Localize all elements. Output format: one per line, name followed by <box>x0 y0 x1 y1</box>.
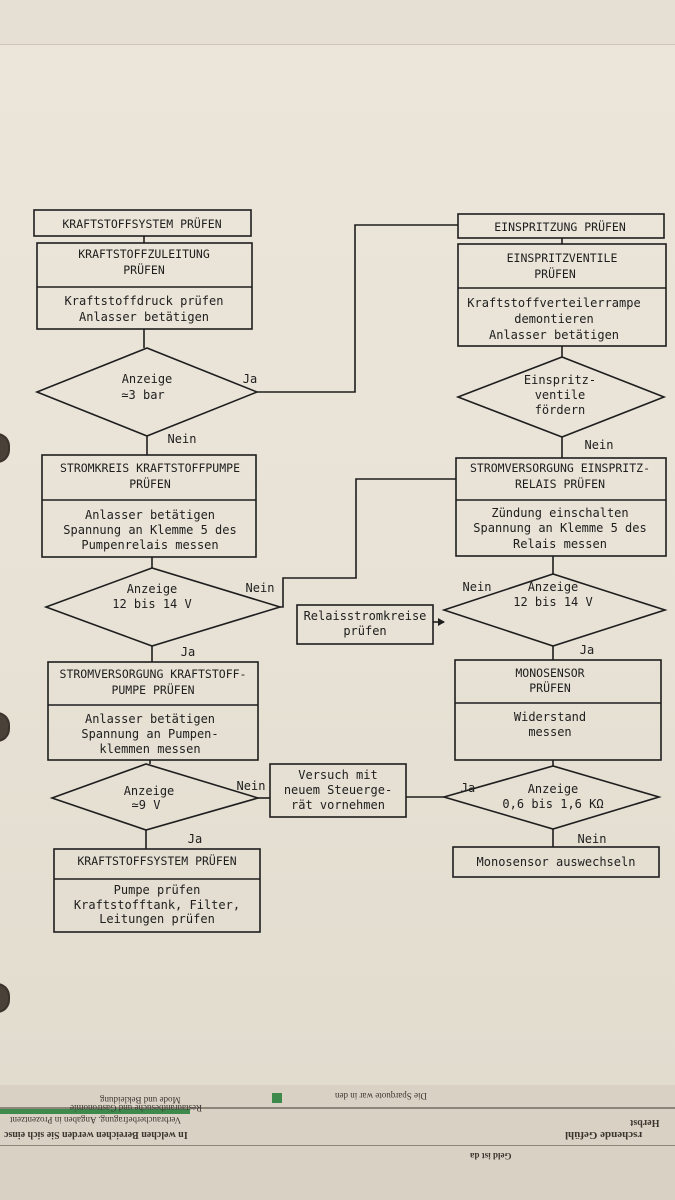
news-caption: Herbst <box>630 1117 660 1128</box>
right-dec2-yes: Ja <box>580 643 594 657</box>
left-step1-body-2: Anlasser betätigen <box>79 310 209 324</box>
news-caption: rschende Gefühl <box>565 1129 643 1141</box>
previous-page-edge <box>0 0 675 45</box>
flowchart: KRAFTSTOFFSYSTEM PRÜFEN KRAFTSTOFFZULEIT… <box>33 209 668 933</box>
right-step1-body-2: demontieren <box>514 312 593 326</box>
left-step1-title-2: PRÜFEN <box>123 261 165 277</box>
left-step3-title-1: STROMVERSORGUNG KRAFTSTOFF- <box>60 667 247 681</box>
right-dec2-line1: Anzeige <box>528 580 579 594</box>
right-dec1-line1: Einspritz- <box>524 373 596 387</box>
left-dec1-yes: Ja <box>243 372 257 386</box>
right-step3-title-1: MONOSENSOR <box>515 666 584 680</box>
right-step2-body-1: Zündung einschalten <box>491 506 628 520</box>
relais-box <box>296 604 434 645</box>
newspaper-strip: In welchen Bereichen werden Sie sich ein… <box>0 1085 675 1200</box>
right-decision1 <box>455 356 667 438</box>
relais-line1: Relaisstromkreise <box>304 609 427 623</box>
left-step4-title: KRAFTSTOFFSYSTEM PRÜFEN <box>77 852 236 868</box>
green-marker <box>272 1093 282 1103</box>
right-step1-body-1: Kraftstoffverteilerrampe <box>467 296 640 310</box>
left-title-box <box>33 209 252 237</box>
left-step2-title-2: PRÜFEN <box>129 475 171 491</box>
left-dec3-yes: Ja <box>188 832 202 846</box>
right-step2-title-1: STROMVERSORGUNG EINSPRITZ- <box>470 461 650 475</box>
left-step1-title-1: KRAFTSTOFFZULEITUNG <box>78 247 210 261</box>
left-step2-body-2: Spannung an Klemme 5 des <box>63 523 236 537</box>
left-dec3-no: Nein <box>237 779 266 793</box>
paper-sheet <box>0 0 675 1085</box>
left-step2-title-1: STROMKREIS KRAFTSTOFFPUMPE <box>60 461 240 475</box>
left-step4-box <box>53 848 261 933</box>
right-step3-box <box>454 659 662 761</box>
left-dec2-yes: Ja <box>181 645 195 659</box>
news-caption: Die Sparquote war in den <box>335 1091 427 1101</box>
right-decision3 <box>441 765 662 830</box>
right-dec3-line2: 0,6 bis 1,6 KΩ <box>502 797 603 811</box>
left-step2-body-3: Pumpenrelais messen <box>81 538 218 552</box>
left-dec2-no: Nein <box>246 581 275 595</box>
right-step2-body-3: Relais messen <box>513 537 607 551</box>
right-step2-box <box>455 457 667 557</box>
left-step3-body-3: klemmen messen <box>99 742 200 756</box>
news-headline: In welchen Bereichen werden Sie sich ein… <box>4 1129 188 1140</box>
left-step3-box <box>47 661 259 761</box>
news-caption: Verbraucherbefragung. Angaben in Prozent… <box>10 1115 181 1125</box>
relais-line2: prüfen <box>343 624 386 638</box>
divider <box>0 1145 675 1146</box>
steuergeraet-line3: rät vornehmen <box>291 798 385 812</box>
left-dec3-line2: ≃9 V <box>132 798 161 812</box>
left-dec1-line1: Anzeige <box>122 372 173 386</box>
right-dec3-line1: Anzeige <box>528 782 579 796</box>
green-bar <box>0 1109 190 1114</box>
steuergeraet-line1: Versuch mit <box>298 768 377 782</box>
right-step1-body-3: Anlasser betätigen <box>489 328 619 342</box>
right-step3-body-2: messen <box>528 725 571 739</box>
right-step1-title-2: PRÜFEN <box>534 265 576 281</box>
right-decision2 <box>441 573 668 647</box>
right-dec1-no: Nein <box>585 438 614 452</box>
right-dec1-line2: ventile <box>535 388 586 402</box>
left-dec1-no: Nein <box>168 432 197 446</box>
left-dec1-line2: ≃3 bar <box>121 388 164 402</box>
right-title-box <box>457 213 665 239</box>
news-caption: Restaurantbesuche und Gastronomie <box>70 1103 202 1113</box>
right-step1-title-1: EINSPRITZVENTILE <box>507 251 618 265</box>
left-step3-body-1: Anlasser betätigen <box>85 712 215 726</box>
right-dec2-line2: 12 bis 14 V <box>513 595 592 609</box>
left-step4-body-2: Kraftstofftank, Filter, <box>74 898 240 912</box>
left-step2-box <box>41 454 257 558</box>
left-dec3-line1: Anzeige <box>124 784 175 798</box>
left-step3-title-2: PUMPE PRÜFEN <box>111 681 194 697</box>
left-step3-body-2: Spannung an Pumpen- <box>81 727 218 741</box>
right-title: EINSPRITZUNG PRÜFEN <box>494 218 626 234</box>
steuergeraet-line2: neuem Steuerge- <box>284 783 392 797</box>
right-dec3-yes: Ja <box>461 781 475 795</box>
right-step2-title-2: RELAIS PRÜFEN <box>515 475 605 491</box>
right-dec3-no: Nein <box>578 832 607 846</box>
left-step4-body-3: Leitungen prüfen <box>99 912 215 926</box>
left-step2-body-1: Anlasser betätigen <box>85 508 215 522</box>
left-title: KRAFTSTOFFSYSTEM PRÜFEN <box>62 215 221 231</box>
right-end-label: Monosensor auswechseln <box>477 855 636 869</box>
right-dec1-line3: fördern <box>535 403 586 417</box>
right-end-box <box>452 846 660 878</box>
right-step2-body-2: Spannung an Klemme 5 des <box>473 521 646 535</box>
right-step3-body-1: Widerstand <box>514 710 586 724</box>
steuergeraet-box <box>269 763 407 818</box>
divider <box>0 1107 675 1109</box>
left-step4-body-1: Pumpe prüfen <box>114 883 201 897</box>
left-step1-body-1: Kraftstoffdruck prüfen <box>65 294 224 308</box>
right-step3-title-2: PRÜFEN <box>529 679 571 695</box>
right-dec2-no: Nein <box>463 580 492 594</box>
left-dec2-line1: Anzeige <box>127 582 178 596</box>
left-dec2-line2: 12 bis 14 V <box>112 597 191 611</box>
news-caption: Geld ist da <box>470 1151 512 1161</box>
